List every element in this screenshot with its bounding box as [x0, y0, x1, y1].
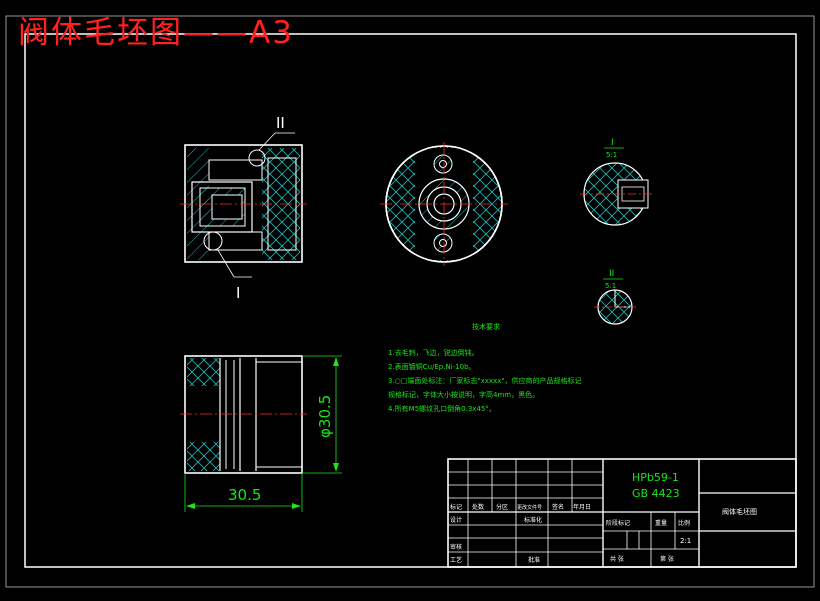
lower-outline [184, 355, 303, 474]
detail2-roman: II [609, 269, 614, 279]
detail2-scale: 5:1 [605, 282, 616, 290]
label-sheet-no: 第 张 [660, 555, 674, 563]
label-mark: 标记 [450, 503, 462, 511]
front-detail-circle-bottom [203, 231, 223, 251]
drawing-title: 阀体毛坯图——A3 [18, 15, 294, 51]
front-outline [184, 144, 303, 263]
note-line-5: 4.所有M5螺纹孔口倒角0.3x45°。 [388, 404, 496, 413]
label-scale: 比例 [678, 519, 690, 527]
label-date: 年月日 [573, 503, 591, 511]
dim-dia-arrow-bottom [333, 463, 339, 472]
label-designer: 设计 [450, 516, 462, 524]
lower-view: φ30.5 30.5 [180, 355, 342, 512]
notes-heading: 技术要求 [472, 322, 500, 331]
note-line-4: 规格标记，字体大小按说明，字高4mm，黑色。 [388, 390, 539, 399]
label-stage-mark: 阶段标记 [606, 519, 630, 527]
inner-frame [24, 33, 797, 568]
front-cavity-upper [208, 159, 263, 181]
detail-label-top: II [276, 114, 285, 132]
material-line-1: HPb59-1 [632, 471, 679, 484]
label-change-doc: 更改文件号 [517, 504, 542, 511]
front-cavity-lower [208, 231, 263, 251]
detail-label-bottom: I [236, 284, 240, 302]
title-block-frame [447, 458, 797, 568]
note-line-2: 2.表面镀铜Cu/Ep.Ni-10b。 [388, 362, 476, 371]
label-count: 处数 [472, 503, 484, 511]
detail1-roman: I [611, 138, 614, 148]
end-hole-bottom [439, 239, 447, 247]
title-block-text: HPb59-1 GB 4423 阀体毛坯图 标记 处数 分区 更改文件号 签名 … [450, 471, 757, 564]
dim-diameter: φ30.5 [316, 395, 334, 438]
note-line-1: 1.去毛刺，飞边，锐边倒钝。 [388, 348, 479, 357]
scale-value: 2:1 [680, 537, 691, 545]
detail-view-1: I 5:1 [580, 138, 652, 226]
technical-notes: 技术要求 1.去毛刺，飞边，锐边倒钝。 2.表面镀铜Cu/Ep.Ni-10b。 … [388, 322, 582, 413]
label-reviewer: 审核 [450, 543, 462, 551]
dim-length: 30.5 [228, 486, 261, 504]
label-process: 工艺 [450, 556, 462, 564]
material-line-2: GB 4423 [632, 487, 680, 500]
leader-bottom [217, 249, 235, 278]
label-approve: 批准 [528, 556, 540, 564]
label-standardization: 标准化 [524, 516, 542, 524]
front-cavity-bore [211, 194, 243, 220]
label-weight: 重量 [655, 519, 667, 527]
end-view [380, 142, 508, 266]
front-detail-circle-top [248, 149, 266, 167]
detail1-scale: 5:1 [606, 151, 617, 159]
leader-top [258, 132, 276, 151]
outer-border [5, 15, 815, 588]
label-zone: 分区 [496, 503, 508, 511]
note-line-3: 3.○□端面处标注：厂家标志"xxxxx"，供应商的产品规格标记 [388, 376, 582, 385]
dim-len-arrow-left [186, 503, 195, 509]
dim-dia-arrow-top [333, 357, 339, 366]
label-signature: 签名 [552, 503, 564, 511]
lower-hatch-top [187, 358, 220, 386]
title-block [447, 458, 797, 568]
dim-len-arrow-right [292, 503, 301, 509]
label-sheets-total: 共 张 [610, 555, 624, 563]
detail-view-2: II 5:1 [594, 269, 636, 325]
lower-hatch-bottom [187, 442, 220, 471]
end-hole-top [439, 160, 447, 168]
front-section-view: II I [180, 114, 307, 302]
part-name: 阀体毛坯图 [722, 507, 757, 516]
